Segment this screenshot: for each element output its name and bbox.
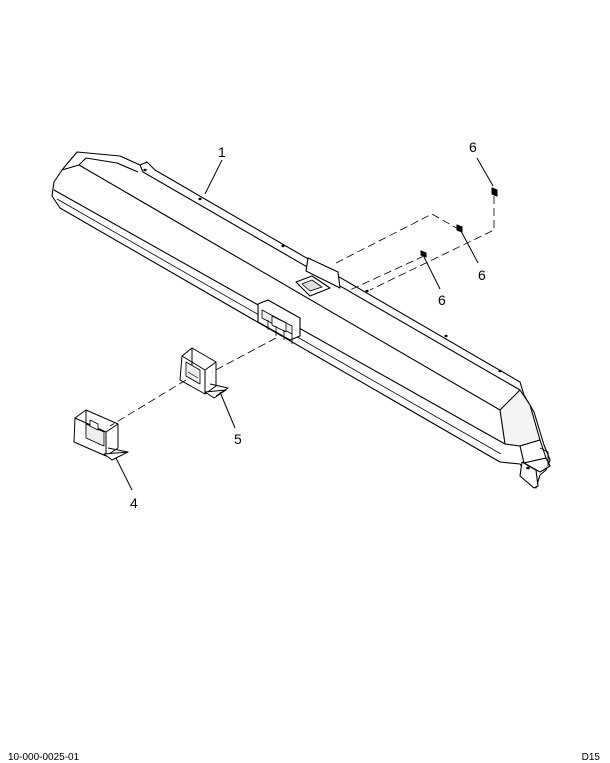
fastener-6a (491, 187, 498, 197)
part-4-clip (73, 409, 129, 461)
fastener-6c (420, 250, 427, 258)
alignment-lines (109, 196, 495, 427)
callout-6-lower: 6 (438, 292, 446, 308)
leader-lines (115, 157, 494, 491)
footer-page-code: D15 (581, 752, 600, 763)
callout-6-middle: 6 (478, 267, 486, 283)
callout-1: 1 (218, 144, 226, 160)
part-5-clip (179, 347, 229, 399)
callout-4: 4 (130, 495, 138, 511)
panel-body (51, 151, 551, 489)
callout-5: 5 (234, 431, 242, 447)
panel-plate (305, 257, 341, 289)
part-1-panel (51, 151, 551, 489)
callout-6-top: 6 (469, 139, 477, 155)
footer-document-number: 10-000-0025-01 (8, 752, 80, 763)
